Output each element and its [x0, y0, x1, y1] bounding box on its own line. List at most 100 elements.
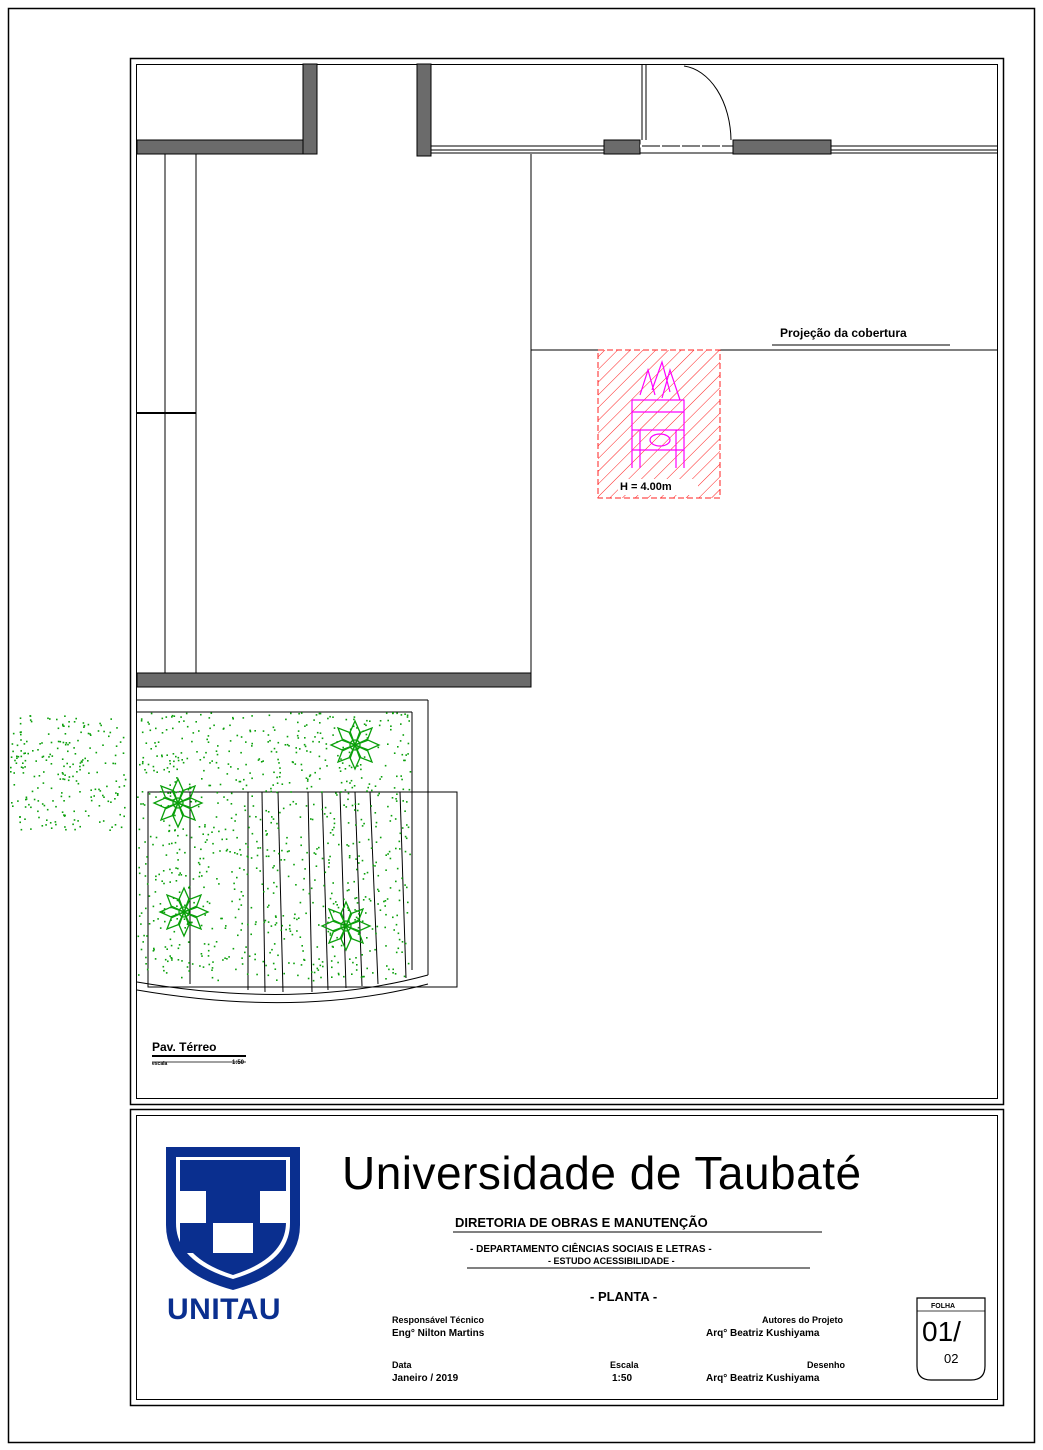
lawn-dot — [165, 972, 168, 974]
lawn-dot — [206, 738, 208, 741]
lawn-dot — [304, 725, 306, 727]
lawn-dot — [333, 727, 336, 729]
lawn-dot — [409, 853, 411, 856]
lawn-dot — [124, 778, 127, 781]
lawn-dot — [389, 820, 392, 822]
lawn-dot — [404, 713, 406, 715]
lawn-dot — [245, 763, 247, 766]
authors-label: Autores do Projeto — [762, 1315, 844, 1325]
lawn-dot — [329, 812, 332, 814]
lawn-dot — [350, 779, 353, 782]
lawn-dot — [389, 887, 392, 889]
lawn-dot — [284, 744, 287, 746]
lawn-dot — [196, 751, 198, 753]
lawn-dot — [249, 815, 251, 818]
lawn-dot — [357, 765, 359, 767]
lawn-dot — [229, 851, 231, 853]
lawn-dot — [266, 833, 268, 835]
lawn-dot — [173, 760, 175, 763]
lawn-dot — [356, 902, 359, 904]
lawn-dot — [48, 756, 50, 758]
lawn-dot — [181, 737, 183, 740]
lawn-dot — [115, 792, 117, 794]
lawn-dot — [225, 838, 228, 840]
lawn-dot — [190, 800, 193, 803]
lawn-dot — [83, 726, 85, 728]
lawn-dot — [207, 943, 210, 946]
lawn-dot — [375, 825, 377, 828]
lawn-dot — [62, 773, 64, 775]
lawn-dot — [117, 793, 119, 795]
lawn-dot — [99, 790, 102, 792]
lawn-dot — [237, 934, 239, 937]
lawn-dot — [302, 888, 305, 891]
lawn-dot — [111, 826, 113, 828]
lawn-dot — [259, 818, 262, 821]
lawn-dot — [356, 868, 358, 871]
lawn-dot — [215, 750, 218, 752]
lawn-dot — [62, 778, 64, 780]
lawn-dot — [33, 775, 36, 778]
lawn-dot — [274, 924, 277, 926]
lawn-dot — [403, 975, 406, 978]
lawn-dot — [407, 826, 410, 829]
lawn-dot — [267, 921, 270, 923]
lawn-dot — [186, 757, 189, 760]
lawn-dot — [110, 718, 112, 720]
lawn-dot — [13, 772, 15, 774]
lawn-dot — [31, 790, 34, 793]
lawn-dot — [176, 918, 178, 920]
lawn-dot — [180, 874, 183, 876]
lawn-dot — [354, 909, 356, 911]
lawn-dot — [162, 965, 165, 968]
lawn-dot — [207, 866, 210, 868]
lawn-dot — [335, 901, 337, 903]
lawn-dot — [338, 767, 341, 769]
lawn-dot — [183, 918, 186, 920]
lawn-dot — [211, 967, 214, 969]
lawn-dot — [41, 742, 43, 744]
lawn-dot — [62, 723, 64, 726]
lawn-dot — [237, 768, 239, 770]
lawn-dot — [107, 800, 110, 803]
lawn-dot — [246, 855, 249, 858]
study-label: - ESTUDO ACESSIBILIDADE - — [548, 1256, 675, 1266]
lawn-dot — [140, 718, 143, 720]
lawn-dot — [396, 867, 399, 870]
lawn-dot — [371, 928, 374, 930]
lawn-dot — [406, 824, 408, 826]
lawn-dot — [59, 778, 62, 780]
lawn-dot — [73, 721, 76, 723]
lawn-dot — [404, 835, 407, 838]
lawn-dot — [244, 809, 247, 812]
lawn-dot — [47, 717, 49, 720]
lawn-dot — [360, 768, 362, 771]
lawn-dot — [51, 755, 54, 757]
lawn-dot — [212, 842, 214, 845]
lawn-dot — [169, 762, 171, 765]
lawn-dot — [186, 725, 189, 728]
lawn-dot — [398, 938, 401, 941]
scale-value: 1:50 — [612, 1373, 633, 1384]
lawn-dot — [55, 823, 57, 826]
lawn-dot — [199, 871, 201, 874]
lawn-dot — [279, 811, 281, 814]
lawn-dot — [93, 795, 95, 797]
lawn-dot — [357, 803, 360, 805]
lawn-dot — [329, 932, 332, 935]
lawn-dot — [323, 884, 325, 887]
lawn-dot — [37, 810, 39, 813]
lawn-dot — [277, 827, 280, 829]
lawn-dot — [182, 761, 185, 764]
lawn-dot — [300, 836, 302, 839]
lawn-dot — [46, 808, 49, 811]
lawn-dot — [247, 846, 249, 848]
lawn-dot — [202, 833, 204, 835]
lawn-dot — [213, 945, 216, 948]
lawn-dot — [273, 943, 276, 945]
lawn-dot — [404, 759, 406, 762]
lawn-dot — [318, 741, 320, 743]
lawn-dot — [181, 976, 183, 979]
lawn-dot — [321, 791, 323, 793]
lawn-dot — [37, 749, 39, 751]
